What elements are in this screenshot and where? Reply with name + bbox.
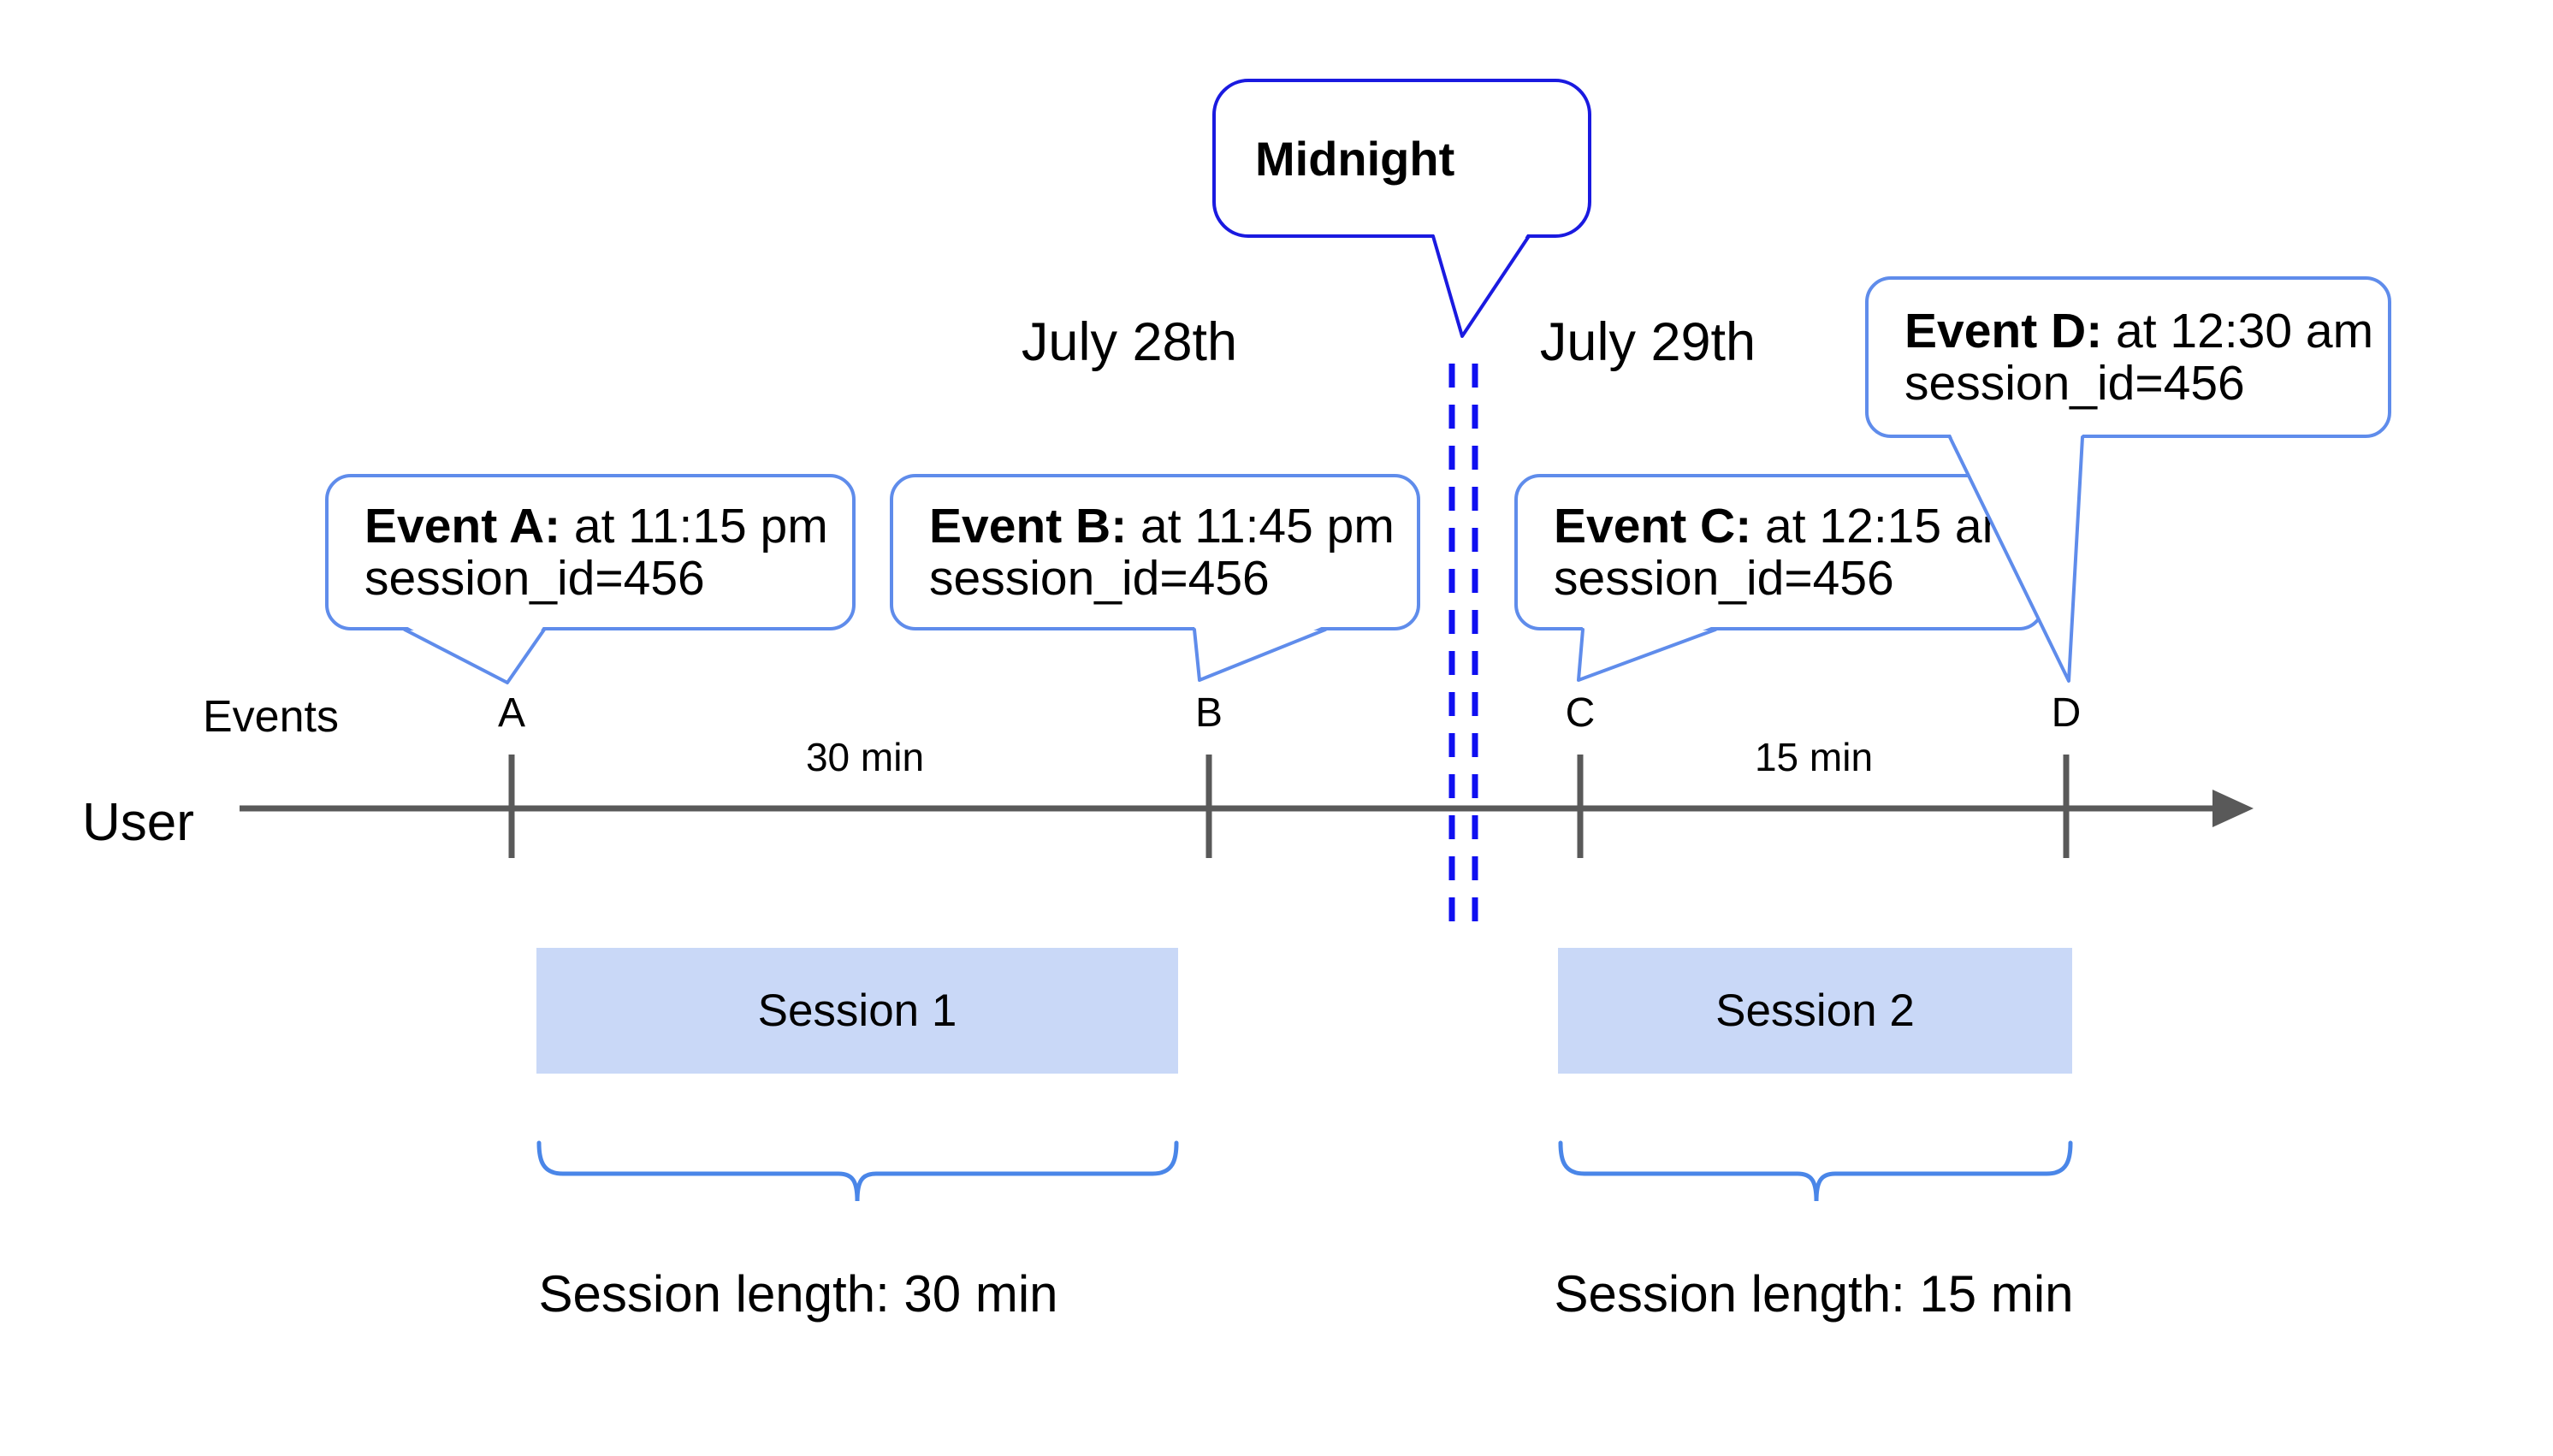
- event-d-callout: Event D: at 12:30 am session_id=456: [1865, 276, 2391, 438]
- session-1-length-label: Session length: 30 min: [538, 1265, 1058, 1323]
- event-a-callout-tail: [405, 625, 544, 683]
- interval-30min-label: 30 min: [805, 735, 925, 779]
- user-axis-label: User: [82, 793, 194, 852]
- session-1-brace: [536, 1140, 1179, 1202]
- tick-letter-a: A: [497, 690, 526, 736]
- event-c-session-id: session_id=456: [1554, 550, 1894, 606]
- event-a-session-id: session_id=456: [364, 550, 705, 606]
- session-2-length-label: Session length: 15 min: [1554, 1265, 2074, 1323]
- session-1-label: Session 1: [757, 985, 957, 1036]
- interval-15min-label: 15 min: [1754, 735, 1874, 779]
- tick-letter-b: B: [1194, 690, 1223, 736]
- session-2-box: Session 2: [1558, 948, 2072, 1074]
- event-b-callout: Event B: at 11:45 pm session_id=456: [890, 474, 1420, 630]
- tick-letter-d: D: [2051, 690, 2082, 736]
- event-b-title: Event B: at 11:45 pm: [929, 498, 1395, 553]
- event-b-session-id: session_id=456: [929, 550, 1270, 606]
- midnight-callout: Midnight: [1212, 79, 1591, 238]
- event-a-title: Event A: at 11:15 pm: [364, 498, 828, 553]
- session-2-brace: [1558, 1140, 2073, 1202]
- midnight-callout-tail: [1433, 232, 1529, 336]
- session-2-label: Session 2: [1715, 985, 1915, 1036]
- event-d-session-id: session_id=456: [1904, 355, 2245, 411]
- event-c-title: Event C: at 12:15 am: [1554, 498, 2023, 553]
- event-b-callout-tail: [1194, 625, 1325, 680]
- event-d-title: Event D: at 12:30 am: [1904, 303, 2374, 358]
- session-1-box: Session 1: [536, 948, 1178, 1074]
- date-label-july-29: July 29th: [1539, 312, 1756, 372]
- tick-letter-c: C: [1565, 690, 1596, 736]
- events-axis-label: Events: [203, 692, 339, 742]
- event-d-callout-tail: [1950, 433, 2082, 681]
- event-a-callout: Event A: at 11:15 pm session_id=456: [325, 474, 856, 630]
- event-c-callout: Event C: at 12:15 am session_id=456: [1514, 474, 2045, 630]
- date-label-july-28: July 28th: [1021, 312, 1238, 372]
- timeline-arrow-icon: [2212, 790, 2254, 827]
- midnight-label: Midnight: [1255, 131, 1455, 186]
